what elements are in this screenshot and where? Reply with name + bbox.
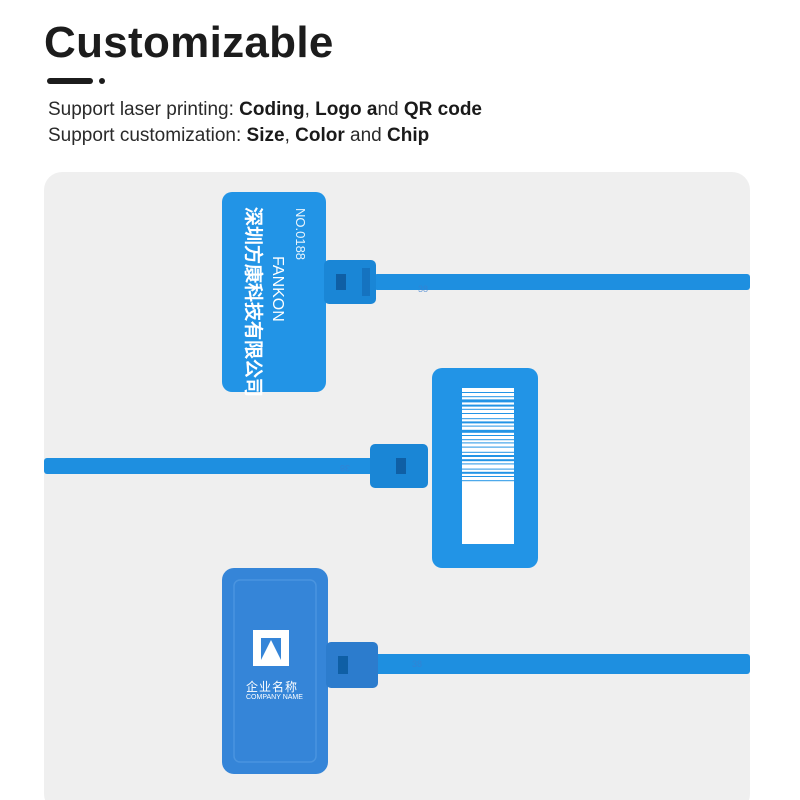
cable-ties-illustration (44, 192, 750, 774)
strap-mark-3: 38 (412, 659, 423, 669)
barcode-bar (462, 418, 514, 420)
barcode-bar (462, 429, 514, 433)
barcode-bar (462, 451, 514, 453)
logo-company-cn: 企业名称 (246, 680, 299, 694)
feature-line-printing: Support laser printing: Coding, Logo and… (48, 99, 482, 120)
title-underline-dot (99, 78, 105, 84)
barcode-bar (462, 408, 514, 410)
barcode-bar (462, 455, 514, 457)
barcode-bar (462, 471, 514, 474)
product-photo-panel: 38 38 38 (44, 172, 750, 800)
strap-mark-1: 38 (418, 284, 429, 294)
barcode-bar (462, 425, 514, 427)
tag-serial-number: NO.0188 (293, 208, 308, 261)
barcode-bar (462, 459, 514, 462)
company-logo-icon (253, 630, 289, 666)
tie1-strap (374, 274, 750, 290)
barcode-bar (462, 404, 514, 407)
barcode-bar (462, 413, 514, 414)
barcode-bar (462, 446, 514, 448)
tag-company-name: 深圳方康科技有限公司 (242, 207, 263, 398)
barcode-icon (462, 388, 514, 544)
page-title: Customizable (44, 18, 334, 67)
feature-line-customization: Support customization: Size, Color and C… (48, 125, 430, 146)
tag-brand: FANKON (269, 256, 286, 322)
barcode-bar (462, 468, 514, 470)
barcode-bar (462, 439, 514, 441)
barcode-bar (462, 392, 514, 393)
strap-mark-2: 38 (340, 463, 351, 473)
barcode-bar (462, 435, 514, 436)
barcode-bar (462, 480, 514, 482)
barcode-bar (462, 399, 514, 403)
tie2-strap (44, 458, 384, 474)
logo-company-en: COMPANY NAME (246, 694, 303, 701)
barcode-bar (462, 396, 514, 398)
tie3-tag (222, 568, 328, 774)
tie1-tag (222, 192, 326, 392)
barcode-bar (462, 421, 514, 424)
tie3-strap (374, 654, 750, 674)
barcode-bar (462, 442, 514, 444)
title-underline (47, 78, 93, 84)
barcode-bar (462, 463, 514, 465)
barcode-bar (462, 476, 514, 477)
tie3-head (326, 642, 378, 688)
